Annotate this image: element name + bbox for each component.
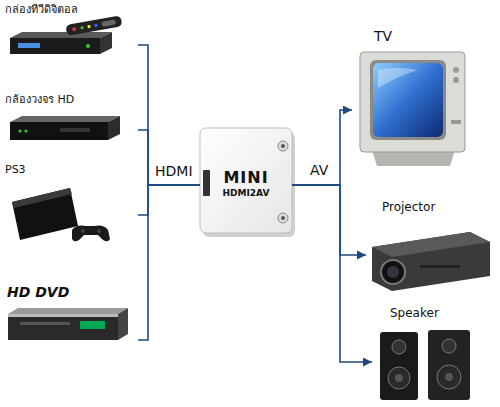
- signal-label: HDMI: [155, 163, 193, 180]
- connector: [138, 45, 200, 185]
- connector: [292, 185, 366, 255]
- device-box: กล่องทีวีดิจิตอล: [3, 2, 138, 64]
- output-device: Speaker: [372, 306, 477, 403]
- connector: [292, 185, 372, 362]
- connector: [292, 110, 352, 185]
- output-device: TV: [352, 28, 472, 168]
- dvd-player: [8, 308, 128, 340]
- device-box: กล้องวงจร HD: [3, 92, 138, 148]
- converter-box: MINIHDMI2AV: [200, 128, 292, 233]
- connector: [138, 185, 200, 340]
- device-box: PS3: [3, 162, 138, 244]
- connector: [138, 130, 200, 185]
- brand-text: MINI: [223, 168, 268, 188]
- dvr-recorder: [10, 116, 120, 140]
- device-label: TV: [374, 28, 392, 46]
- crt-tv: [360, 52, 465, 166]
- speakers: [380, 330, 470, 400]
- device-label: PS3: [5, 163, 26, 177]
- game-console: [12, 188, 110, 241]
- device-box: HD DVD: [3, 283, 138, 348]
- output-device: Projector: [366, 200, 496, 292]
- projector: [372, 232, 490, 291]
- device-label: กล่องทีวีดิจิตอล: [5, 3, 78, 17]
- device-label: Projector: [382, 200, 435, 215]
- device-label: กล้องวงจร HD: [5, 93, 74, 107]
- model-text: HDMI2AV: [223, 188, 270, 199]
- signal-label: AV: [310, 162, 328, 179]
- device-label: Speaker: [390, 306, 439, 321]
- set-top-box: [10, 15, 122, 54]
- device-label: HD DVD: [7, 284, 69, 302]
- converter-box: [200, 128, 295, 237]
